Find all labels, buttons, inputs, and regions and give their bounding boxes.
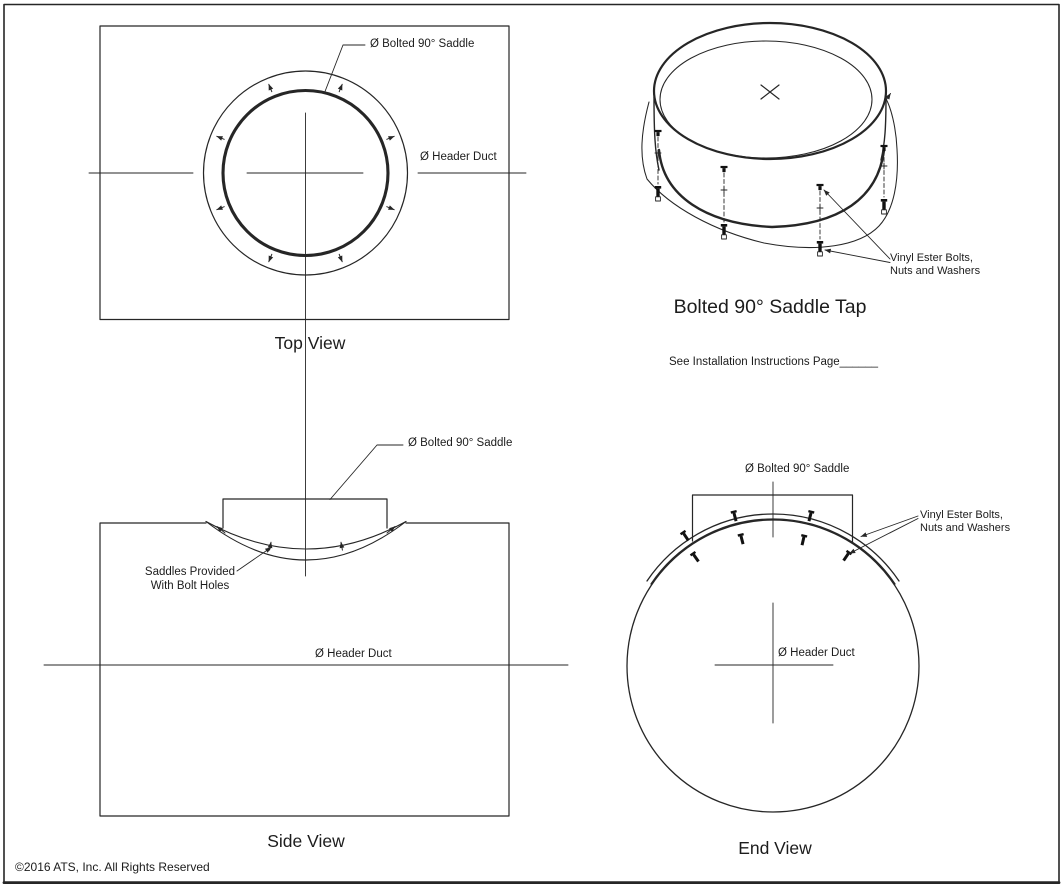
end-bolts-label-line2: Nuts and Washers bbox=[920, 522, 1011, 534]
saddle-leader-line bbox=[329, 444, 404, 500]
installation-note: See Installation Instructions Page______ bbox=[669, 356, 879, 368]
iso-view-title: Bolted 90° Saddle Tap bbox=[673, 296, 867, 318]
top-view-saddle-label: Ø Bolted 90° Saddle bbox=[370, 38, 475, 50]
hanging-bolts bbox=[654, 186, 888, 257]
end-bolts-label: Vinyl Ester Bolts, Nuts and Washers bbox=[920, 509, 1010, 535]
copyright-text: ©2016 ATS, Inc. All Rights Reserved bbox=[15, 860, 210, 874]
end-view-drawing bbox=[626, 481, 920, 813]
saddle-flange-circle bbox=[202, 70, 409, 276]
saddles-provided-line1: Saddles Provided bbox=[144, 566, 236, 578]
sheet-border bbox=[2, 3, 1061, 884]
saddle-flange-lower-arc bbox=[205, 520, 407, 561]
saddles-provided-label: Saddles Provided With Bolt Holes bbox=[145, 565, 235, 593]
saddle-leader-line bbox=[324, 44, 366, 92]
end-view-duct-label: Ø Header Duct bbox=[778, 647, 855, 659]
center-crosshair bbox=[714, 602, 834, 724]
bolt-centerlines bbox=[657, 136, 885, 240]
top-view-duct-label: Ø Header Duct bbox=[420, 151, 497, 163]
side-view-saddle-label: Ø Bolted 90° Saddle bbox=[408, 437, 513, 449]
side-view-duct-label: Ø Header Duct bbox=[315, 648, 392, 660]
bolt-nuts bbox=[654, 129, 888, 191]
bolt-arrows bbox=[216, 526, 396, 551]
header-duct-outline bbox=[99, 522, 510, 817]
side-view-title: Side View bbox=[267, 831, 345, 851]
branch-bottom-rim bbox=[657, 148, 886, 229]
saddle-branch-circle bbox=[221, 88, 390, 258]
end-bolts-label-line1: Vinyl Ester Bolts, bbox=[920, 509, 1003, 521]
branch-outer-rim bbox=[652, 21, 888, 161]
bolts-leader-lines bbox=[823, 189, 891, 263]
saddle-stub bbox=[691, 494, 854, 543]
top-view-drawing bbox=[88, 25, 527, 577]
center-mark bbox=[760, 84, 780, 100]
iso-bolts-label: Vinyl Ester Bolts, Nuts and Washers bbox=[890, 252, 980, 278]
bolts-leader-lines bbox=[849, 515, 919, 554]
isometric-view-drawing bbox=[641, 21, 898, 263]
saddle-skirt bbox=[641, 96, 898, 249]
iso-bolts-label-line2: Nuts and Washers bbox=[890, 265, 981, 277]
rim-bolt-arrow bbox=[885, 93, 891, 102]
bolt-arrows bbox=[216, 83, 395, 263]
saddle-flange-upper-arc bbox=[205, 520, 407, 550]
end-view-title: End View bbox=[738, 838, 812, 858]
end-view-saddle-label: Ø Bolted 90° Saddle bbox=[745, 463, 850, 475]
bolts bbox=[679, 509, 853, 563]
saddles-provided-leader bbox=[236, 547, 272, 572]
bolt-cross-marks bbox=[654, 149, 888, 212]
saddles-provided-line2: With Bolt Holes bbox=[150, 580, 230, 592]
iso-bolts-label-line1: Vinyl Ester Bolts, bbox=[890, 252, 973, 264]
side-view-drawing bbox=[43, 444, 569, 817]
branch-inner-rim bbox=[659, 40, 873, 159]
saddle-stub bbox=[222, 498, 388, 529]
top-view-title: Top View bbox=[274, 333, 346, 353]
